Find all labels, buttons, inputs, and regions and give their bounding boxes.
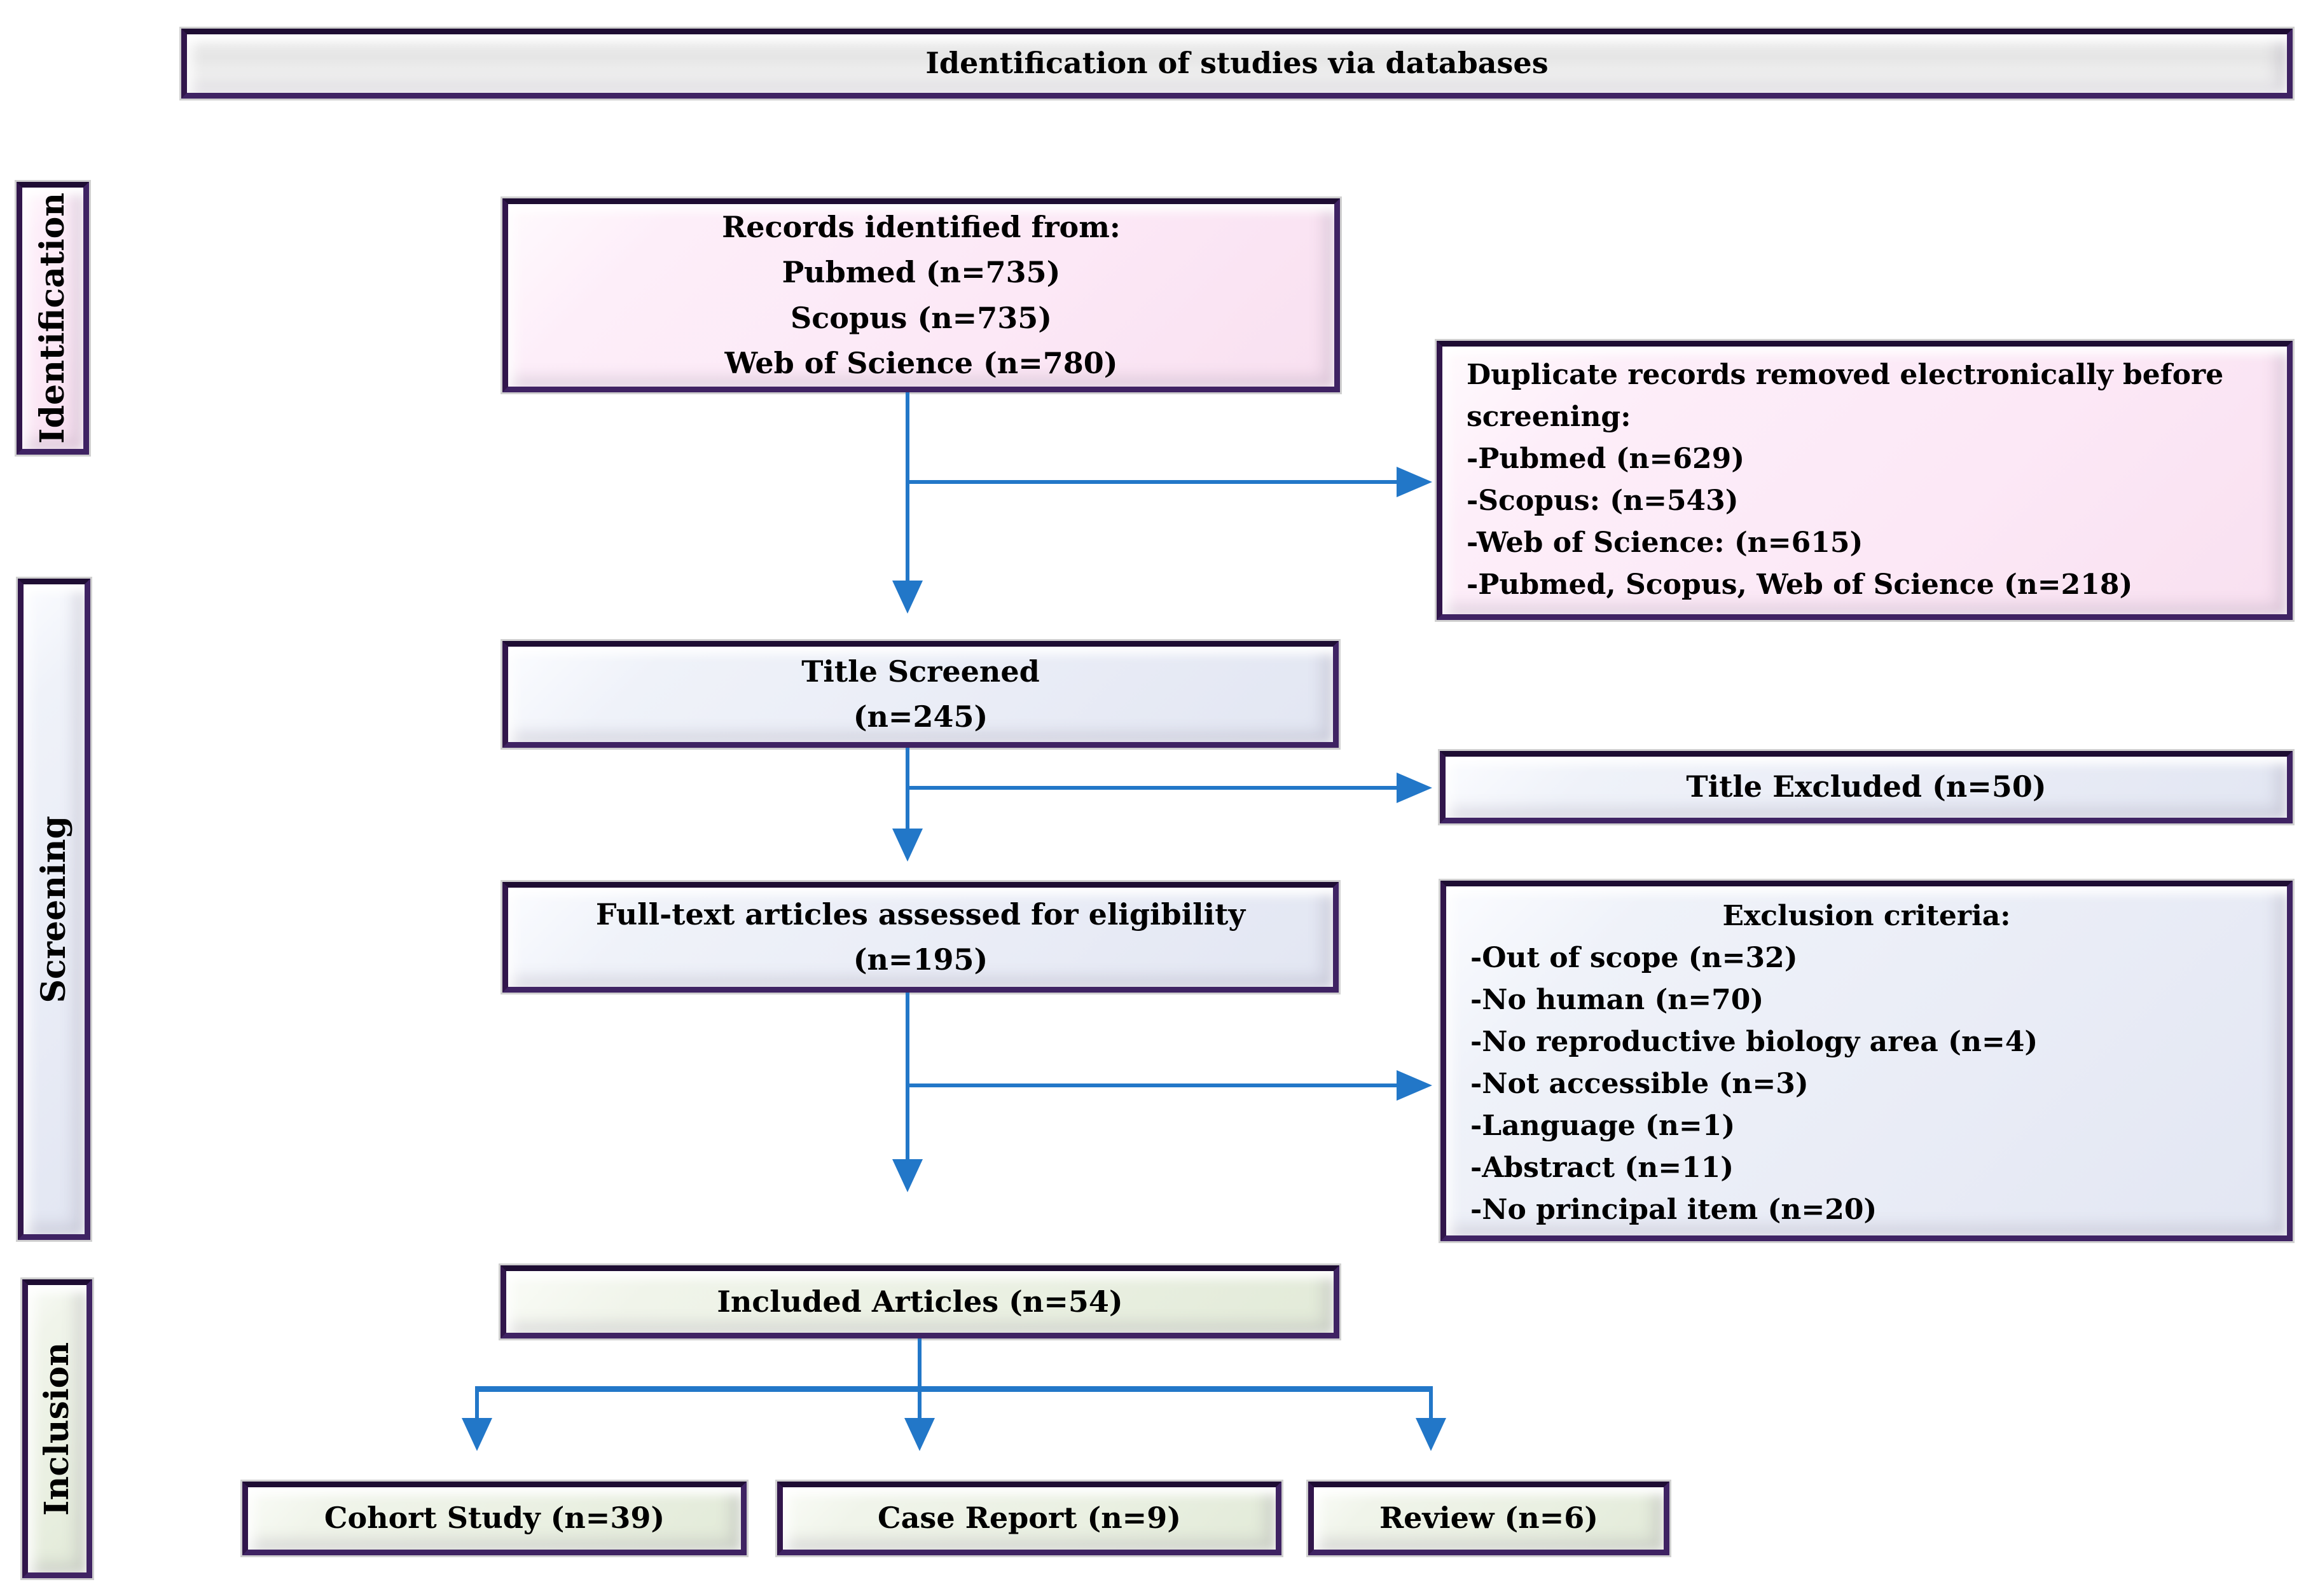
stage-label-identification: Identification [17,182,89,455]
stage-label-screening: Screening [18,579,90,1240]
exclusion-item: -No human (n=70) [1470,984,1764,1016]
box-duplicate-records-removed: Duplicate records removed electronically… [1437,341,2293,620]
box-title-excluded: Title Excluded (n=50) [1440,751,2293,823]
box-fulltext-assessed: Full-text articles assessed for eligibil… [502,882,1339,993]
arrow-included-down-line [918,1338,922,1421]
arrow-to-cohort-head [462,1418,492,1451]
banner-title: Identification of studies via databases [925,46,1549,81]
stage-label-screening-text: Screening [34,815,73,1003]
title-screened-line: Title Screened [801,654,1040,689]
records-line: Scopus (n=735) [791,300,1052,335]
cohort-label: Cohort Study (n=39) [324,1501,665,1536]
records-line: Web of Science (n=780) [724,345,1118,380]
arrow-to-duplicates-head [1397,467,1432,497]
records-line: Pubmed (n=735) [782,255,1061,290]
duplicates-item: -Web of Science: (n=615) [1467,526,1863,559]
title-excluded-label: Title Excluded (n=50) [1686,769,2047,804]
box-exclusion-criteria: Exclusion criteria: -Out of scope (n=32)… [1440,881,2293,1241]
included-label: Included Articles (n=54) [717,1284,1123,1319]
exclusion-item: -Not accessible (n=3) [1470,1068,1809,1100]
case-report-label: Case Report (n=9) [878,1501,1181,1536]
fulltext-line: Full-text articles assessed for eligibil… [595,897,1246,932]
exclusion-item: -Abstract (n=11) [1470,1152,1734,1184]
records-line: Records identified from: [722,209,1121,244]
review-label: Review (n=6) [1379,1501,1599,1536]
arrow-to-review-head [1416,1418,1446,1451]
duplicates-item: -Pubmed, Scopus, Web of Science (n=218) [1467,568,2133,601]
arrow-to-case-report-head [904,1418,935,1451]
stage-label-inclusion-text: Inclusion [37,1342,76,1516]
exclusion-item: -Language (n=1) [1470,1110,1736,1142]
title-screened-line: (n=245) [853,699,988,734]
arrow-to-exclusion-head [1397,1070,1432,1101]
box-review: Review (n=6) [1308,1482,1669,1555]
box-title-screened: Title Screened (n=245) [502,641,1339,748]
box-included-articles: Included Articles (n=54) [501,1265,1339,1338]
duplicates-item: -Pubmed (n=629) [1467,443,1745,475]
arrow-fulltext-to-included-line [906,993,909,1159]
arrow-records-to-screened-head [892,581,923,614]
box-case-report: Case Report (n=9) [777,1482,1281,1555]
branch-horizontal-line [475,1386,1433,1392]
branch-right-line [1429,1391,1433,1421]
arrow-screened-to-fulltext-head [892,829,923,862]
arrow-to-duplicates-line [908,480,1397,484]
banner-identification-via-databases: Identification of studies via databases [181,29,2293,99]
arrow-to-title-excluded-line [908,786,1397,790]
branch-left-line [475,1391,479,1421]
arrow-records-to-screened-line [906,392,909,582]
box-records-identified: Records identified from: Pubmed (n=735) … [502,198,1340,392]
stage-label-identification-text: Identification [32,193,72,444]
exclusion-title: Exclusion criteria: [1722,900,2011,932]
arrow-to-title-excluded-head [1397,773,1432,803]
exclusion-item: -No reproductive biology area (n=4) [1470,1026,2038,1058]
box-cohort-study: Cohort Study (n=39) [242,1482,747,1555]
exclusion-item: -Out of scope (n=32) [1470,942,1798,974]
arrow-fulltext-to-included-head [892,1159,923,1192]
duplicates-title: Duplicate records removed electronically… [1467,359,2224,433]
arrow-to-exclusion-line [908,1083,1397,1087]
duplicates-item: -Scopus: (n=543) [1467,485,1739,517]
exclusion-item: -No principal item (n=20) [1470,1194,1877,1226]
fulltext-line: (n=195) [853,942,988,977]
stage-label-inclusion: Inclusion [22,1279,92,1578]
